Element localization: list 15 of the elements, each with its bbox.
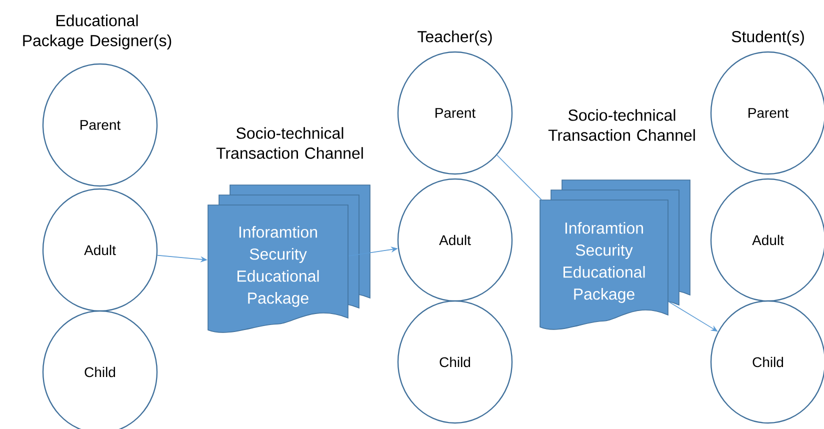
node-label: Child [752, 356, 784, 368]
circle-node: Parent [397, 51, 513, 175]
circle-node: Child [397, 300, 513, 424]
document-stack: Socio-technical Transaction Channel Inforamtion Security Educational Package [208, 127, 370, 333]
circle-node: Adult [42, 188, 158, 312]
node-label: Child [440, 356, 470, 368]
column-heading: Educational Package Designer(s) [23, 14, 172, 50]
circle-node: Child [42, 310, 158, 429]
node-label: Socio-technical Transaction Channel [548, 109, 695, 141]
circle-node: Adult [397, 178, 513, 302]
circle-node: Parent [42, 63, 158, 187]
node-label: Child [84, 366, 116, 378]
circle-node: Child [710, 300, 824, 424]
node-label: Socio-technical Transaction Channel [216, 127, 363, 159]
document-stack: Socio-technical Transaction Channel Inforamtion Security Educational Package [540, 109, 695, 330]
